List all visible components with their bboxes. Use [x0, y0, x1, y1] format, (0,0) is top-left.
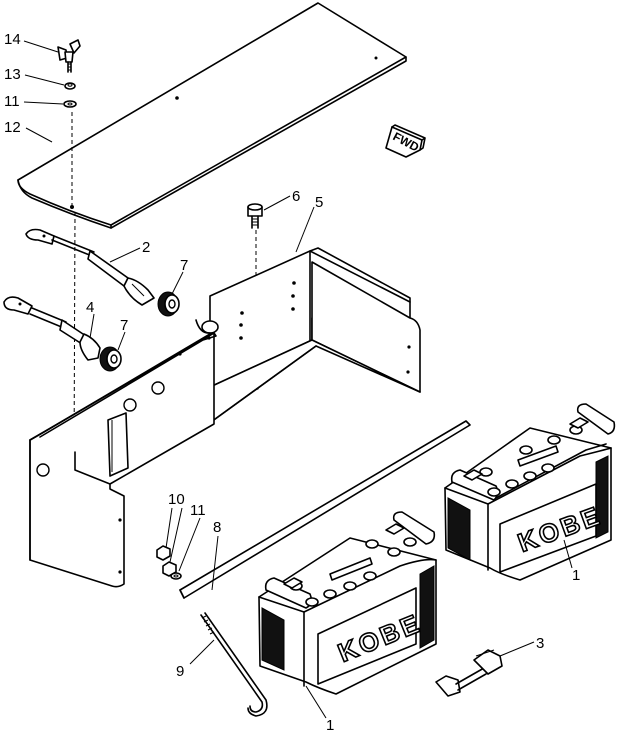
nuts-part-10	[156, 545, 177, 577]
wing-bolt-part-14	[57, 39, 81, 73]
fwd-direction-arrow: FWD	[385, 124, 426, 158]
bolt-axis-line-cover	[71, 112, 76, 463]
callout-2: 2	[142, 239, 150, 256]
battery-cable-part-4	[3, 296, 101, 361]
washer-part-11-top	[63, 100, 77, 108]
callout-9: 9	[176, 663, 184, 680]
callout-12: 12	[4, 119, 21, 136]
callout-1-rear: 1	[572, 567, 580, 584]
callout-8: 8	[213, 519, 221, 536]
hold-down-bar-part-8	[179, 420, 471, 599]
battery-part-1-front: KOBE	[258, 511, 437, 695]
callout-7-lower: 7	[120, 317, 128, 334]
callout-11-top: 11	[4, 93, 20, 110]
j-bolt-part-9	[200, 612, 268, 717]
battery-cover-part-12	[17, 2, 407, 229]
washer-part-11-bottom	[170, 572, 182, 580]
callout-13: 13	[4, 66, 21, 83]
jumper-cable-part-3	[435, 649, 503, 697]
callout-labels: 14 13 11 12 6 5 2 7 4 7 10 11 8 9 1 1 3	[4, 31, 580, 732]
callout-leaders	[23, 40, 573, 719]
callout-6: 6	[292, 188, 300, 205]
grommet-part-7-lower	[99, 346, 122, 372]
callout-11-bottom: 11	[190, 502, 206, 519]
callout-7-upper: 7	[180, 257, 188, 274]
callout-5: 5	[315, 194, 323, 211]
nut-part-13	[64, 82, 76, 90]
battery-cable-part-2	[25, 228, 155, 306]
callout-1-front: 1	[326, 717, 334, 732]
grommet-part-7-upper	[157, 291, 180, 317]
callout-4: 4	[86, 299, 94, 316]
battery-box-part-5	[29, 247, 421, 588]
callout-10: 10	[168, 491, 185, 508]
callout-3: 3	[536, 635, 544, 652]
battery-part-1-rear: KOBE	[444, 403, 616, 581]
callout-14: 14	[4, 31, 21, 48]
